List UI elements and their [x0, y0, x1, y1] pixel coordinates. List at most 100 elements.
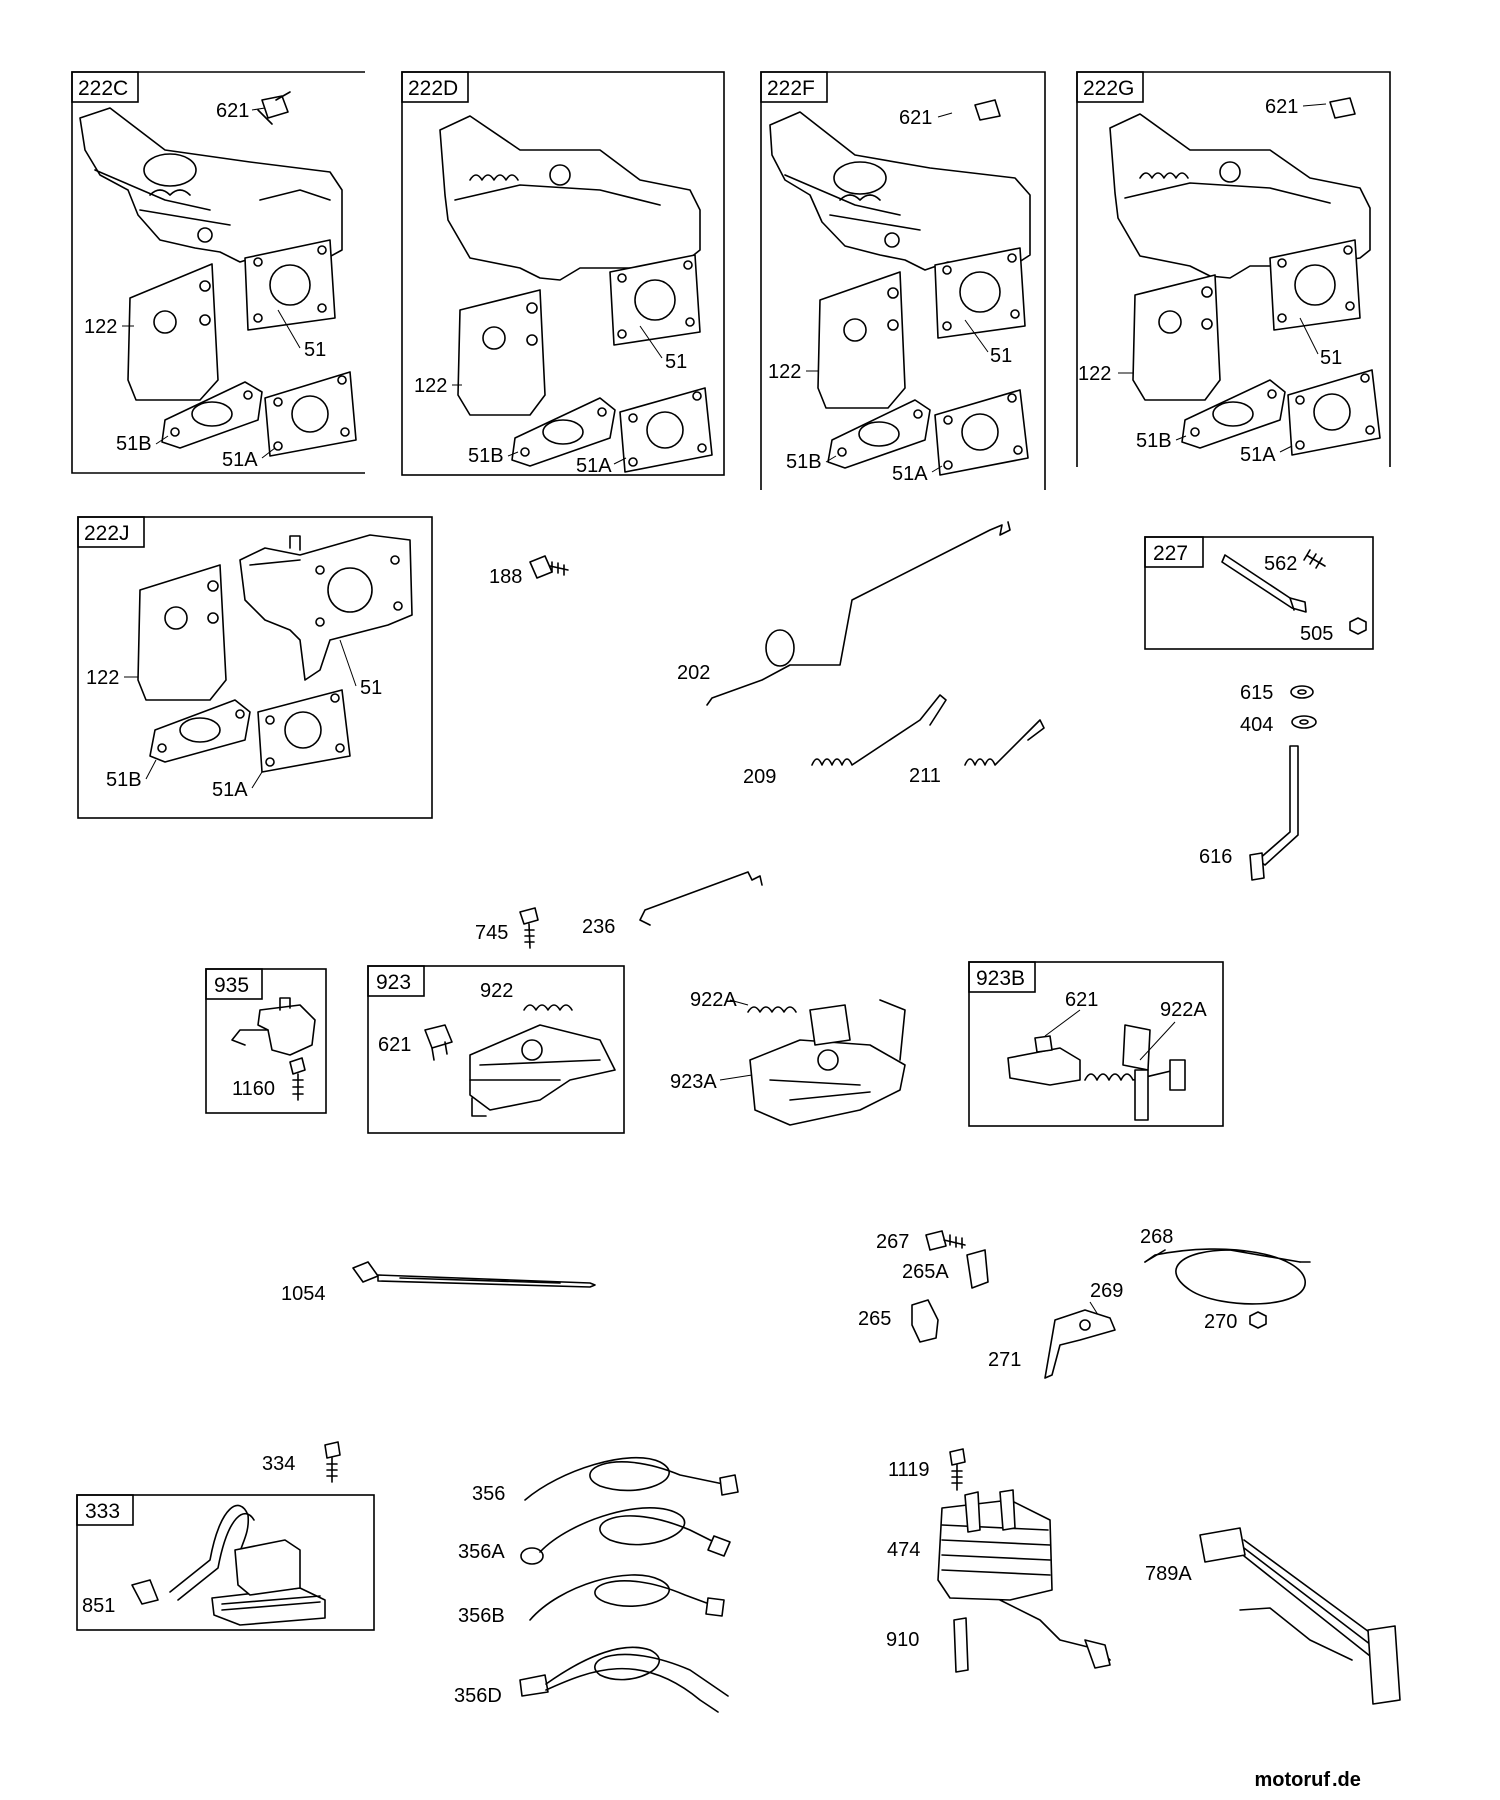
box-label-935: 935 [214, 974, 249, 997]
label-271: 271 [988, 1349, 1021, 1371]
box-label-333: 333 [85, 1500, 120, 1523]
part-268: 268 [1140, 1226, 1311, 1305]
label-51: 51 [665, 351, 687, 373]
assembly-923: 923 922 621 [367, 965, 625, 1134]
governor-bracket-drawing [1109, 97, 1371, 279]
label-267: 267 [876, 1231, 909, 1253]
label-851: 851 [82, 1595, 115, 1617]
box-label-222g: 222G [1083, 77, 1134, 100]
assembly-923b: 923B 621 922A [968, 961, 1224, 1127]
part-269: 269 [1089, 1280, 1123, 1319]
label-562: 562 [1264, 553, 1297, 575]
label-404: 404 [1240, 714, 1273, 736]
label-616: 616 [1199, 846, 1232, 868]
assembly-227: 227 562 505 [1144, 536, 1374, 650]
label-51b: 51B [786, 451, 822, 473]
part-236: 236 [582, 871, 763, 938]
label-789a: 789A [1145, 1563, 1192, 1585]
label-51a: 51A [576, 455, 612, 477]
label-923a: 923A [670, 1071, 717, 1093]
box-label-222j: 222J [84, 522, 130, 545]
part-271: 271 [988, 1309, 1116, 1379]
label-922: 922 [480, 980, 513, 1002]
label-356: 356 [472, 1483, 505, 1505]
part-356b: 356B [458, 1574, 725, 1627]
part-334: 334 [262, 1441, 341, 1483]
label-615: 615 [1240, 682, 1273, 704]
part-188: 188 [489, 555, 569, 588]
part-1054: 1054 [281, 1261, 596, 1305]
governor-bracket-drawing [439, 115, 701, 281]
part-474: 474 [887, 1489, 1111, 1669]
gasket-drawing [1132, 239, 1381, 456]
box-label-227: 227 [1153, 542, 1188, 565]
label-356a: 356A [458, 1541, 505, 1563]
part-1119: 1119 [888, 1448, 966, 1491]
part-356d: 356D [454, 1646, 729, 1713]
label-621: 621 [1065, 989, 1098, 1011]
label-1119: 1119 [888, 1459, 930, 1481]
part-910: 910 [886, 1617, 969, 1673]
part-267: 267 [876, 1230, 966, 1253]
label-211: 211 [909, 765, 941, 787]
label-236: 236 [582, 916, 615, 938]
label-474: 474 [887, 1539, 920, 1561]
label-621: 621 [216, 100, 249, 122]
label-1160: 1160 [232, 1078, 275, 1100]
part-616: 616 [1199, 745, 1299, 881]
label-910: 910 [886, 1629, 919, 1651]
assembly-222c: 222C 621 122 [71, 71, 365, 474]
label-265a: 265A [902, 1261, 949, 1283]
label-202: 202 [677, 662, 710, 684]
label-745: 745 [475, 922, 508, 944]
label-621: 621 [899, 107, 932, 129]
label-51a: 51A [222, 449, 258, 471]
part-922a-923a: 922A 923A [670, 989, 906, 1126]
label-51a: 51A [892, 463, 928, 485]
label-51b: 51B [468, 445, 504, 467]
gasket-drawing [817, 247, 1029, 476]
gasket-drawing [137, 534, 413, 773]
assembly-222d: 222D 122 51 51B 51A [401, 71, 725, 477]
label-621: 621 [378, 1034, 411, 1056]
label-334: 334 [262, 1453, 295, 1475]
part-265: 265 [858, 1299, 939, 1343]
watermark-brand: motoruf [1254, 1769, 1330, 1791]
label-265: 265 [858, 1308, 891, 1330]
label-51a: 51A [212, 779, 248, 801]
label-922a: 922A [1160, 999, 1207, 1021]
label-122: 122 [1078, 363, 1111, 385]
label-51: 51 [360, 677, 382, 699]
label-356d: 356D [454, 1685, 502, 1707]
label-269: 269 [1090, 1280, 1123, 1302]
part-356: 356 [472, 1456, 739, 1505]
part-789a: 789A [1145, 1527, 1401, 1705]
label-51b: 51B [116, 433, 152, 455]
label-122: 122 [414, 375, 447, 397]
label-505: 505 [1300, 623, 1333, 645]
label-51: 51 [1320, 347, 1342, 369]
label-621: 621 [1265, 96, 1298, 118]
part-356a: 356A [458, 1507, 731, 1565]
box-label-923: 923 [376, 971, 411, 994]
label-51a: 51A [1240, 444, 1276, 466]
watermark-logo: motoruf .de [1254, 1769, 1360, 1791]
box-label-923b: 923B [976, 967, 1025, 990]
part-211: 211 [909, 719, 1045, 787]
part-270: 270 [1204, 1311, 1267, 1333]
assembly-333: 333 851 [76, 1494, 375, 1631]
governor-bracket-drawing [79, 107, 343, 263]
label-51: 51 [304, 339, 326, 361]
box-label-222c: 222C [78, 77, 128, 100]
assembly-222f: 222F 621 122 51 [760, 71, 1046, 490]
label-51b: 51B [106, 769, 142, 791]
part-745: 745 [475, 907, 539, 949]
box-label-222d: 222D [408, 77, 458, 100]
label-356b: 356B [458, 1605, 505, 1627]
assembly-222j: 222J 122 51 51B 51A [77, 516, 433, 819]
label-51b: 51B [1136, 430, 1172, 452]
gasket-drawing [457, 254, 713, 473]
label-122: 122 [86, 667, 119, 689]
part-615: 615 [1240, 682, 1314, 704]
